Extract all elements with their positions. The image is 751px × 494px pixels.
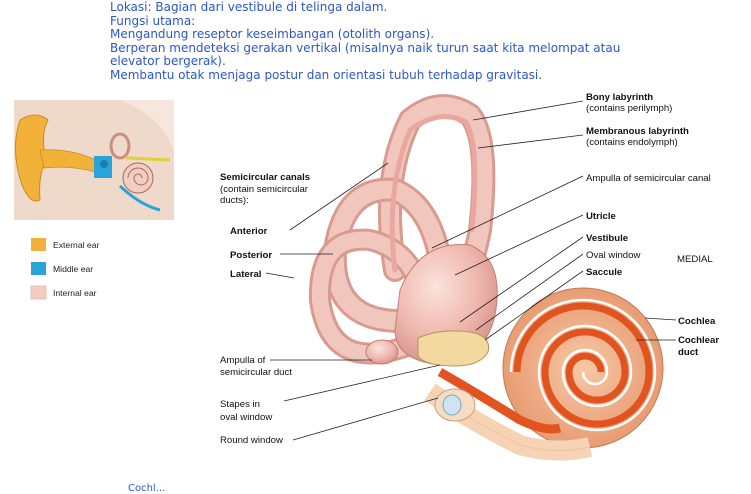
label-ampulla-duct-1: Ampulla of (220, 355, 266, 366)
label-posterior: Posterior (230, 250, 272, 261)
note-line-function-heading: Fungsi utama: (110, 13, 196, 28)
label-medial: MEDIAL (677, 254, 713, 265)
label-semicircular-canals: Semicircular canals (220, 172, 310, 183)
note-line-posture: Membantu otak menjaga postur dan orienta… (110, 67, 543, 82)
label-cochlear-duct-2: duct (678, 347, 699, 358)
label-membranous-labyrinth: Membranous labyrinth (586, 126, 689, 137)
note-line-vertical-motion: Berperan mendeteksi gerakan vertikal (mi… (110, 40, 621, 55)
label-vestibule: Vestibule (586, 233, 628, 244)
cochlea-illustration (424, 287, 664, 461)
note-line-elevator: elevator bergerak). (110, 54, 226, 69)
legend-label-middle: Middle ear (53, 264, 93, 274)
label-lateral: Lateral (230, 269, 261, 280)
note-line-receptors: Mengandung reseptor keseimbangan (otolit… (110, 27, 435, 42)
label-utricle: Utricle (586, 211, 616, 222)
label-stapes-1: Stapes in (220, 399, 260, 410)
label-semicircular-sub2: ducts): (220, 195, 249, 206)
label-ampulla-canal: Ampulla of semicircular canal (586, 173, 711, 184)
label-membranous-labyrinth-sub: (contains endolymph) (586, 137, 678, 148)
label-ampulla-duct-2: semicircular duct (220, 367, 292, 378)
label-bony-labyrinth-sub: (contains perilymph) (586, 103, 672, 114)
legend-label-internal: Internal ear (53, 288, 97, 298)
label-stapes-2: oval window (220, 412, 272, 423)
note-line-location: Lokasi: Bagian dari vestibule di telinga… (110, 0, 388, 14)
legend-swatch-middle (31, 262, 46, 275)
label-cochlear-duct-1: Cochlear (678, 335, 719, 346)
legend-swatch-internal (30, 285, 47, 300)
ear-legend: External ear Middle ear Internal ear (30, 238, 99, 300)
label-bony-labyrinth: Bony labyrinth (586, 92, 653, 103)
label-anterior: Anterior (230, 226, 268, 237)
label-round-window: Round window (220, 435, 283, 446)
label-oval-window: Oval window (586, 250, 640, 261)
notes-text-block: Lokasi: Bagian dari vestibule di telinga… (110, 0, 730, 83)
leader-lines (265, 100, 677, 441)
ear-overview-illustration (14, 100, 174, 220)
label-saccule: Saccule (586, 267, 622, 278)
footer-heading-partial: Cochl... (128, 483, 166, 494)
vestibule-and-canals-illustration (308, 94, 498, 367)
legend-label-external: External ear (53, 240, 99, 250)
diagram-labels: Bony labyrinth (contains perilymph) Memb… (220, 92, 719, 446)
label-cochlea: Cochlea (678, 316, 716, 327)
label-semicircular-sub1: (contain semicircular (220, 184, 309, 195)
legend-swatch-external (31, 238, 46, 251)
